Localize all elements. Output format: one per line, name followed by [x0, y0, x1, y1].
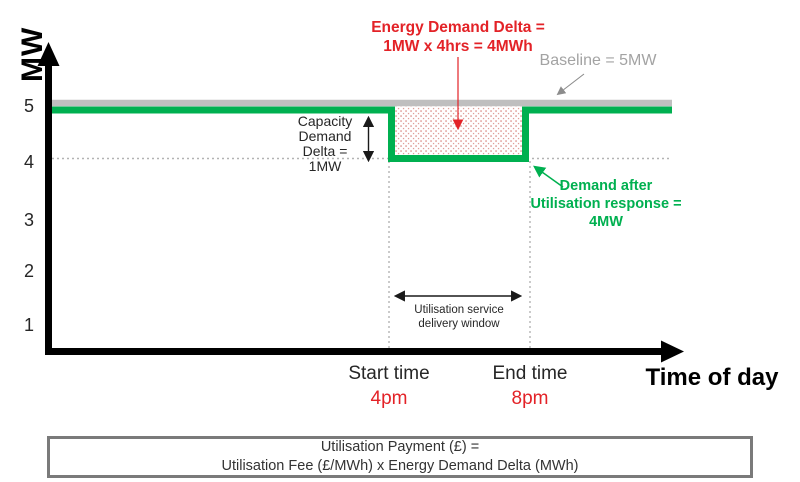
demand-after-label-line3: 4MW	[589, 214, 623, 230]
demand-series-line	[50, 106, 672, 162]
x-axis-label: Time of day	[645, 364, 779, 391]
baseline-pointer-arrow	[556, 73, 585, 96]
energy-delta-label-line1: Energy Demand Delta =	[371, 19, 545, 36]
demand-after-label-line1: Demand after	[559, 178, 653, 194]
delivery-window-label-line1: Utilisation service	[414, 304, 504, 316]
end-time-label: End time	[492, 363, 568, 384]
start-time-value: 4pm	[370, 388, 408, 409]
demand-after-label: Demand after Utilisation response = 4MW	[530, 177, 681, 231]
x-axis-arrow-icon	[661, 340, 684, 363]
capacity-delta-label-line2: Demand Delta =	[298, 128, 352, 159]
formula-box: Utilisation Payment (£) = Utilisation Fe…	[47, 436, 753, 478]
y-axis-label: MW	[16, 26, 49, 82]
y-tick-3: 3	[23, 210, 34, 230]
y-tick-4: 4	[23, 152, 34, 172]
formula-line2: Utilisation Fee (£/MWh) x Energy Demand …	[221, 458, 579, 474]
y-tick-2: 2	[23, 261, 34, 281]
energy-delta-label: Energy Demand Delta = 1MW x 4hrs = 4MWh	[371, 18, 545, 56]
end-time-value: 8pm	[511, 388, 549, 409]
capacity-delta-label-line1: Capacity	[297, 113, 353, 129]
capacity-delta-label-line3: 1MW	[308, 158, 342, 174]
delivery-window-label: Utilisation service delivery window	[414, 303, 503, 331]
demand-after-label-line2: Utilisation response =	[530, 196, 682, 212]
y-tick-5: 5	[23, 96, 34, 116]
demand-after-pointer-arrow	[533, 165, 564, 188]
capacity-delta-label: Capacity Demand Delta = 1MW	[283, 114, 367, 174]
energy-delta-label-line2: 1MW x 4hrs = 4MWh	[383, 38, 533, 55]
delivery-window-label-line2: delivery window	[418, 318, 500, 330]
y-axis-arrow-icon	[37, 42, 60, 66]
baseline-label: Baseline = 5MW	[539, 52, 657, 69]
start-time-label: Start time	[348, 363, 430, 384]
y-tick-1: 1	[23, 315, 34, 335]
formula-line1: Utilisation Payment (£) =	[320, 439, 480, 455]
